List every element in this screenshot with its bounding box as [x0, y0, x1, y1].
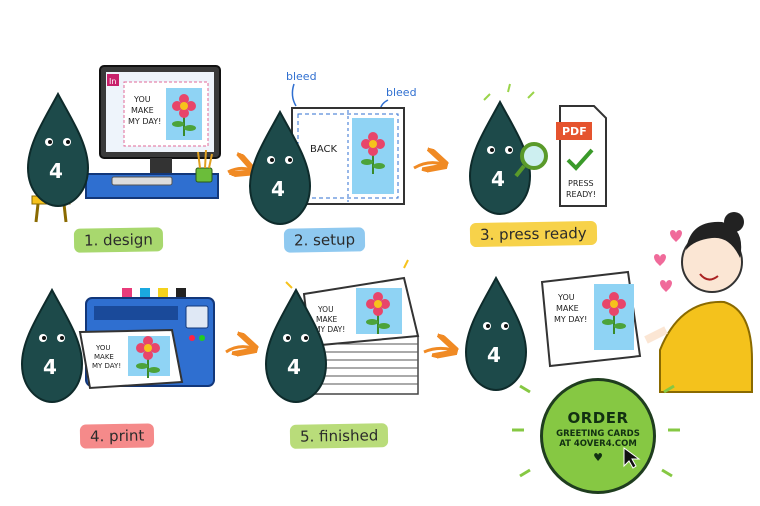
customer-hand: [644, 326, 668, 344]
magnifier-icon: [520, 142, 548, 170]
heart-icon: [670, 230, 682, 242]
step-label-print: 4. print: [79, 423, 155, 449]
print-card-line2: MAKE: [94, 353, 114, 361]
printer-slot: [94, 306, 178, 320]
pdf-tag: [556, 122, 592, 140]
step-finished-illustration: YOU MAKE MY DAY! 4: [265, 259, 420, 403]
print-card-line3: MY DAY!: [92, 362, 121, 370]
setup-back-label: BACK: [310, 144, 338, 155]
cta-burst: [512, 384, 680, 478]
mascot-delivery: [465, 277, 527, 391]
step-press-ready-illustration: PDF PRESS READY! 4: [469, 83, 607, 215]
mascot-print: [21, 289, 83, 403]
pdf-tag-text: PDF: [562, 125, 587, 138]
pencils: [197, 149, 213, 169]
pdf-caption-line1: PRESS: [568, 179, 594, 188]
pencil-cup: [195, 167, 213, 183]
customer-hair-bun: [724, 212, 744, 232]
order-cta-badge[interactable]: ORDER GREETING CARDS AT 4OVER4.COM ♥: [540, 378, 656, 494]
ink-black: [176, 288, 186, 298]
flow-arrow: [423, 348, 452, 352]
final-card-line2: MAKE: [556, 304, 579, 313]
bleed-pointer-left: [291, 83, 297, 107]
bleed-label-left: bleed: [286, 70, 317, 83]
finished-card-line3: MY DAY!: [314, 325, 345, 334]
ink-yellow: [158, 288, 168, 298]
check-icon: [566, 148, 594, 171]
design-app-icon-text: In: [109, 77, 116, 86]
cursor-icon: [623, 447, 641, 469]
step-delivery-illustration: YOU MAKE MY DAY! 4: [465, 212, 753, 393]
ink-cyan: [140, 288, 150, 298]
customer-hair: [686, 221, 742, 258]
step-label-design: 1. design: [73, 227, 164, 253]
step-label-finished: 5. finished: [289, 423, 389, 449]
sparkle-icon: [285, 259, 409, 289]
sparkle-icon: [483, 83, 535, 101]
design-card-line2: MAKE: [131, 106, 154, 115]
customer-shirt: [659, 300, 753, 393]
finished-card-line2: MAKE: [316, 315, 338, 324]
pdf-caption-line2: READY!: [566, 190, 596, 199]
step-print-illustration: YOU MAKE MY DAY! 4: [21, 288, 215, 403]
monitor-stand: [150, 158, 172, 174]
printer-button: [189, 335, 195, 341]
heart-icon: [654, 254, 666, 266]
cta-line2: GREETING CARDS: [556, 428, 640, 439]
mascot-number: 4: [491, 167, 505, 191]
finished-card-line1: YOU: [317, 305, 334, 314]
cta-line3: AT 4OVER4.COM: [559, 438, 637, 449]
step-design-illustration: In YOU MAKE MY DAY! 4: [27, 65, 221, 223]
step-setup-illustration: bleed bleed BACK 4: [249, 70, 417, 225]
cta-line1: ORDER: [567, 408, 629, 427]
final-card-line1: YOU: [557, 293, 575, 302]
heart-icon: ♥: [593, 450, 603, 464]
design-card-line1: YOU: [133, 95, 151, 104]
flow-arrow: [225, 347, 252, 352]
mascot-number: 4: [271, 177, 285, 201]
step-label-setup: 2. setup: [283, 227, 366, 253]
ink-magenta: [122, 288, 132, 298]
customer-smile: [699, 273, 719, 281]
design-app-icon: [107, 74, 119, 86]
print-card-line1: YOU: [95, 344, 111, 352]
keyboard: [111, 176, 173, 186]
step-label-press-ready: 3. press ready: [469, 220, 597, 248]
final-card-line3: MY DAY!: [554, 315, 587, 324]
bleed-label-right: bleed: [386, 86, 417, 99]
stool-legs: [34, 203, 68, 223]
mascot-number: 4: [49, 159, 63, 183]
design-card-line3: MY DAY!: [128, 117, 161, 126]
mascot-design: [27, 93, 89, 207]
mascot-number: 4: [287, 355, 301, 379]
mascot-number: 4: [487, 343, 501, 367]
printer-button: [199, 335, 205, 341]
heart-icon: [660, 280, 672, 292]
flow-arrow: [413, 163, 442, 168]
flow-arrow: [227, 168, 250, 172]
printer-panel: [185, 305, 209, 329]
mascot-number: 4: [43, 355, 57, 379]
magnifier-handle: [514, 164, 526, 178]
